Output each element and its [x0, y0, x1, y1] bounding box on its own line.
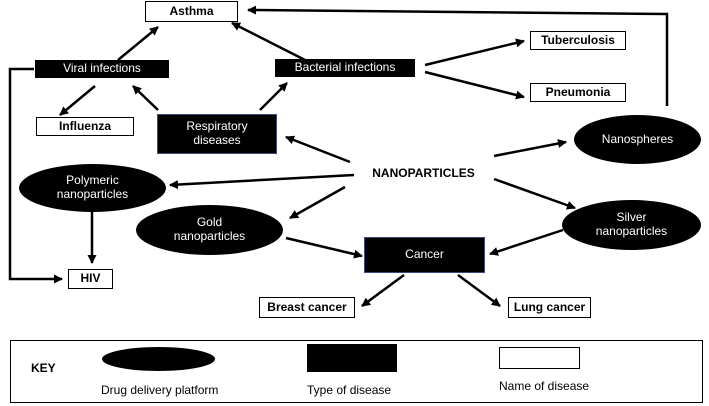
- asthma-box: Asthma: [145, 1, 238, 22]
- arrow-gold-to-cancer: [285, 236, 363, 259]
- arrow-bacterial-to-tuberculosis: [424, 38, 525, 67]
- arrow-respiratory-to-bacterial: [259, 82, 288, 111]
- arrow-bacterial-to-asthma: [231, 21, 306, 62]
- breast-cancer-box: Breast cancer: [259, 297, 355, 318]
- gold-nanoparticles-ellipse: Gold nanoparticles: [136, 205, 283, 255]
- arrow-cancer-to-lung: [457, 273, 501, 308]
- key-name-of-disease-swatch: [499, 347, 580, 369]
- silver-nanoparticles-ellipse: Silver nanoparticles: [562, 200, 701, 250]
- pneumonia-box: Pneumonia: [530, 83, 626, 102]
- cancer-box: Cancer: [364, 237, 485, 273]
- key-drug-delivery-label: Drug delivery platform: [101, 383, 219, 397]
- arrow-viral-to-asthma: [117, 26, 159, 61]
- key-type-of-disease-swatch: [307, 344, 397, 372]
- viral-infections-box: Viral infections: [35, 60, 169, 78]
- key-name-of-disease-label: Name of disease: [499, 379, 590, 393]
- hiv-box: HIV: [68, 269, 113, 289]
- silver-line2: nanoparticles: [595, 224, 668, 238]
- arrow-nano-to-nanospheres: [493, 139, 567, 158]
- arrow-cancer-to-breast: [361, 273, 405, 308]
- arrow-viral-to-influenza: [59, 85, 96, 116]
- polymeric-line2: nanoparticles: [56, 187, 129, 201]
- arrow-nano-to-polymeric: [169, 173, 355, 190]
- influenza-box: Influenza: [36, 117, 134, 136]
- nanoparticles-label: NANOPARTICLES: [372, 166, 475, 181]
- key-title: KEY: [31, 361, 56, 375]
- key-type-of-disease-label: Type of disease: [307, 383, 392, 397]
- arrow-nano-to-respiratory: [285, 135, 351, 164]
- respiratory-diseases-box: Respiratory diseases: [157, 114, 277, 154]
- silver-line1: Silver: [616, 210, 647, 225]
- lung-cancer-box: Lung cancer: [508, 297, 591, 318]
- gold-line1: Gold: [196, 215, 223, 230]
- arrow-respiratory-to-viral: [132, 85, 159, 111]
- arrow-viral-to-hiv: [8, 67, 63, 284]
- arrow-silver-to-cancer: [489, 228, 564, 256]
- polymeric-nanoparticles-ellipse: Polymeric nanoparticles: [19, 164, 166, 212]
- key-panel: KEY Drug delivery platform Type of disea…: [10, 340, 703, 403]
- key-drug-delivery-swatch: [102, 347, 215, 371]
- respiratory-diseases-line1: Respiratory: [186, 119, 248, 134]
- tuberculosis-box: Tuberculosis: [530, 31, 626, 50]
- nanospheres-ellipse: Nanospheres: [574, 115, 701, 164]
- arrow-nano-to-silver: [493, 177, 576, 210]
- arrow-nanospheres-to-asthma: [247, 5, 669, 106]
- gold-line2: nanoparticles: [173, 229, 246, 243]
- arrow-bacterial-to-pneumonia: [424, 70, 525, 100]
- arrow-nano-to-gold: [289, 185, 346, 220]
- bacterial-infections-box: Bacterial infections: [275, 59, 415, 77]
- respiratory-diseases-line2: diseases: [193, 133, 241, 147]
- polymeric-line1: Polymeric: [66, 173, 119, 188]
